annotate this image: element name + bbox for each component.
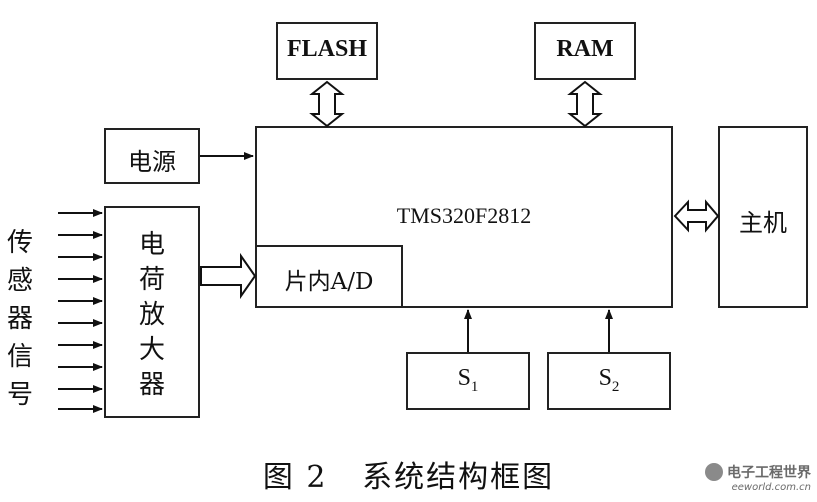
s2-subscript: 2	[611, 378, 620, 395]
host-bus-arrow	[673, 199, 720, 233]
s1-subscript: 1	[470, 378, 479, 395]
flash-label: FLASH	[286, 36, 367, 62]
host-block	[718, 126, 808, 308]
ram-label: RAM	[556, 36, 614, 62]
s2-letter: S	[598, 365, 612, 391]
ad-label: 片内A/D	[284, 269, 374, 295]
tms-label: TMS320F2812	[396, 203, 532, 228]
ram-bus-arrow	[567, 80, 603, 128]
s1-label: S1	[406, 365, 530, 396]
power-label: 电源	[128, 148, 176, 176]
charge-amplifier-label: 电荷放大器	[138, 230, 165, 400]
watermark-title: 电子工程世界	[727, 465, 811, 481]
sensor-signal-label: 传感器信号	[6, 228, 33, 410]
host-label: 主机	[739, 209, 787, 237]
power-block	[104, 128, 200, 184]
eeworld-watermark: 电子工程世界 eeworld.com.cn	[705, 462, 811, 493]
ad-block	[255, 245, 403, 308]
s1-letter: S	[457, 365, 471, 391]
s1-block	[406, 352, 530, 410]
s2-label: S2	[547, 365, 671, 396]
flash-bus-arrow	[309, 80, 345, 128]
ram-block	[534, 22, 636, 80]
s2-block	[547, 352, 671, 410]
figure-caption: 图 2 系统结构框图	[262, 460, 555, 495]
watermark-url: eeworld.com.cn	[731, 482, 811, 493]
sensor-input-arrows	[58, 209, 103, 413]
flash-block	[276, 22, 378, 80]
amp-to-ad-arrow	[200, 252, 257, 300]
eeworld-logo-icon	[705, 463, 723, 481]
charge-amplifier-block	[104, 206, 200, 418]
